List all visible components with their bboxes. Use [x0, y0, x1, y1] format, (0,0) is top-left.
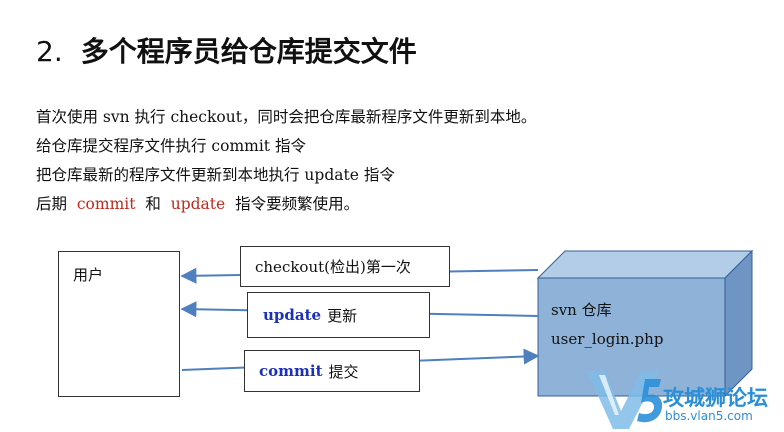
repo-title: svn 仓库: [551, 301, 612, 319]
repository-label: svn 仓库 user_login.php: [551, 296, 663, 354]
body-line-commit: 给仓库提交程序文件执行 commit 指令: [36, 137, 306, 155]
body-text: 首次使用 svn 执行 checkout，同时会把仓库最新程序文件更新到本地。 …: [36, 103, 536, 219]
repo-file: user_login.php: [551, 330, 664, 348]
checkout-label-box: checkout(检出)第一次: [240, 246, 450, 287]
body-line-checkout: 首次使用 svn 执行 checkout，同时会把仓库最新程序文件更新到本地。: [36, 108, 537, 126]
update-text: 更新: [327, 306, 358, 325]
commit-label-box: commit 提交: [244, 350, 420, 392]
line4-prefix: 后期: [36, 195, 68, 213]
watermark-name: 攻城狮论坛: [663, 386, 768, 410]
body-line-frequency: 后期 commit 和 update 指令要频繁使用。: [36, 190, 536, 219]
line4-suffix: 指令要频繁使用。: [235, 195, 360, 213]
line4-and: 和: [145, 195, 161, 213]
checkout-label: checkout(检出)第一次: [255, 258, 411, 276]
watermark-url: bbs.vlan5.com: [665, 409, 753, 423]
watermark-logo-icon: [587, 371, 663, 429]
line4-commit-keyword: commit: [76, 195, 136, 213]
title-text: 多个程序员给仓库提交文件: [80, 35, 417, 68]
update-label-box: update 更新: [247, 292, 430, 338]
line4-update-keyword: update: [170, 195, 226, 213]
title-number: 2.: [36, 35, 63, 68]
user-label: 用户: [73, 266, 104, 284]
user-box: 用户: [58, 251, 180, 397]
repository-cube: [536, 249, 754, 398]
body-line-update: 把仓库最新的程序文件更新到本地执行 update 指令: [36, 166, 395, 184]
commit-command: commit: [259, 362, 323, 380]
commit-text: 提交: [328, 362, 359, 381]
slide-title: 2. 多个程序员给仓库提交文件: [36, 30, 417, 70]
repo-cube-top: [536, 250, 754, 279]
update-command: update: [263, 306, 322, 324]
